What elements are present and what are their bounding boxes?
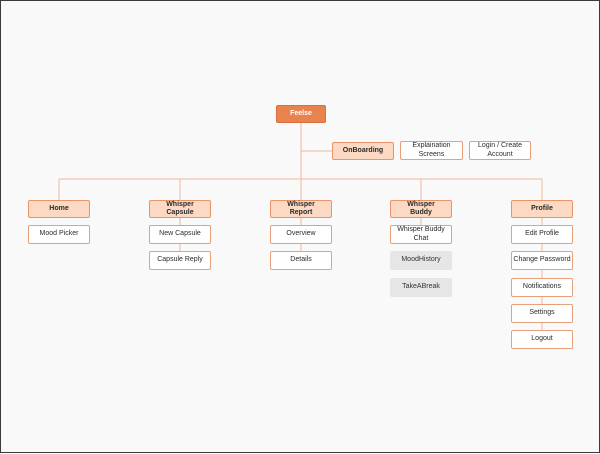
onboarding-step-explanation[interactable]: Explaination Screens: [400, 141, 463, 160]
node-change-password[interactable]: Change Password: [511, 251, 573, 270]
onboarding-step-login[interactable]: Login / Create Account: [469, 141, 531, 160]
node-overview[interactable]: Overview: [270, 225, 332, 244]
node-whisper-buddy-chat[interactable]: Whisper Buddy Chat: [390, 225, 452, 244]
column-head-home[interactable]: Home: [28, 200, 90, 218]
onboarding-node[interactable]: OnBoarding: [332, 142, 394, 160]
node-take-a-break[interactable]: TakeABreak: [390, 278, 452, 297]
node-logout[interactable]: Logout: [511, 330, 573, 349]
column-head-profile[interactable]: Profile: [511, 200, 573, 218]
node-mood-history[interactable]: MoodHistory: [390, 251, 452, 270]
node-details[interactable]: Details: [270, 251, 332, 270]
node-notifications[interactable]: Notifications: [511, 278, 573, 297]
column-head-whisper-report[interactable]: Whisper Report: [270, 200, 332, 218]
column-head-whisper-buddy[interactable]: Whisper Buddy: [390, 200, 452, 218]
node-settings[interactable]: Settings: [511, 304, 573, 323]
node-capsule-reply[interactable]: Capsule Reply: [149, 251, 211, 270]
root-node[interactable]: Feelse: [276, 105, 326, 123]
node-edit-profile[interactable]: Edit Profile: [511, 225, 573, 244]
node-mood-picker[interactable]: Mood Picker: [28, 225, 90, 244]
column-head-whisper-capsule[interactable]: Whisper Capsule: [149, 200, 211, 218]
node-new-capsule[interactable]: New Capsule: [149, 225, 211, 244]
